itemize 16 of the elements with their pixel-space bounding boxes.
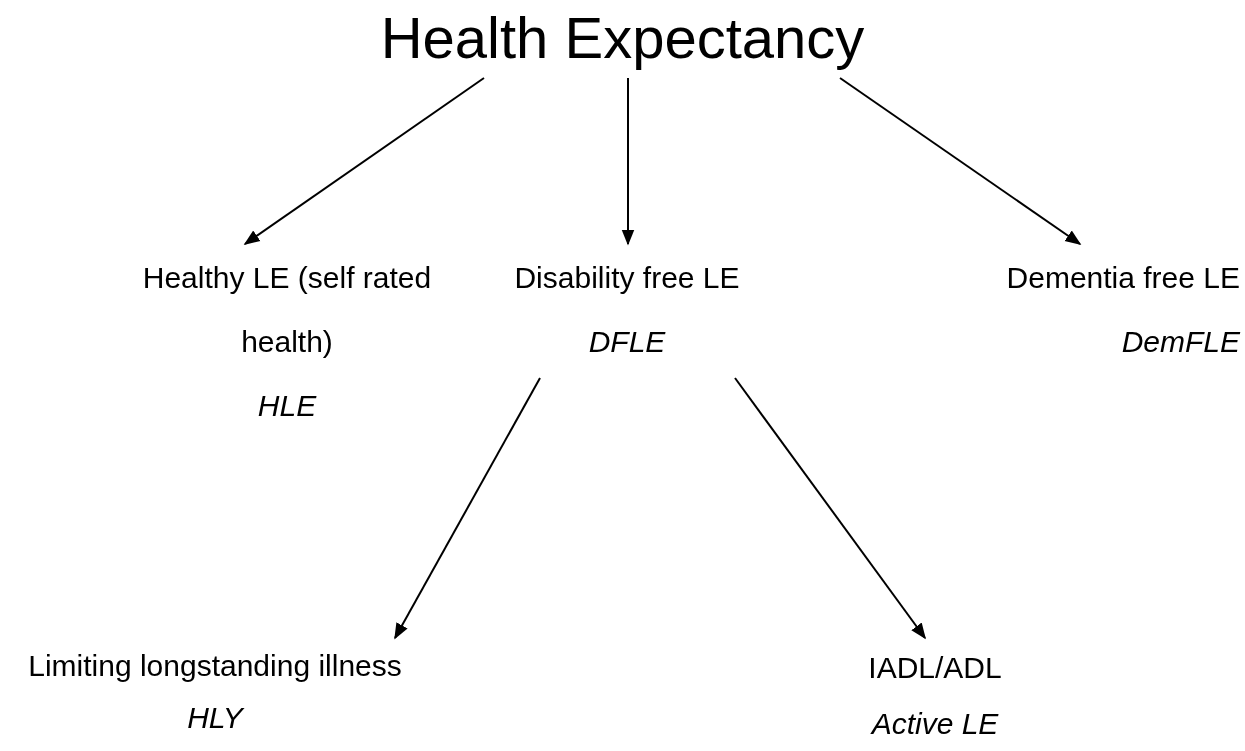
arrow [734,377,926,640]
abbreviation: DFLE [588,324,666,360]
abbreviation: HLE [257,388,317,424]
abbreviation: Active LE [871,706,999,742]
heading: Health Expectancy [380,2,865,74]
abbreviation: DemFLE [1121,324,1240,360]
node-label: Limiting longstanding illness [28,640,402,692]
node-label: Dementia free LE [1006,246,1240,310]
abbreviation: HLY [187,700,243,736]
arrow [243,77,485,245]
node-label: Disability free LE [514,246,740,310]
node-label: Healthy LE (self rated health) [137,246,437,374]
arrow [394,377,541,640]
arrow [621,77,635,246]
arrow [839,77,1082,245]
node-label: IADL/ADL [868,640,1002,696]
